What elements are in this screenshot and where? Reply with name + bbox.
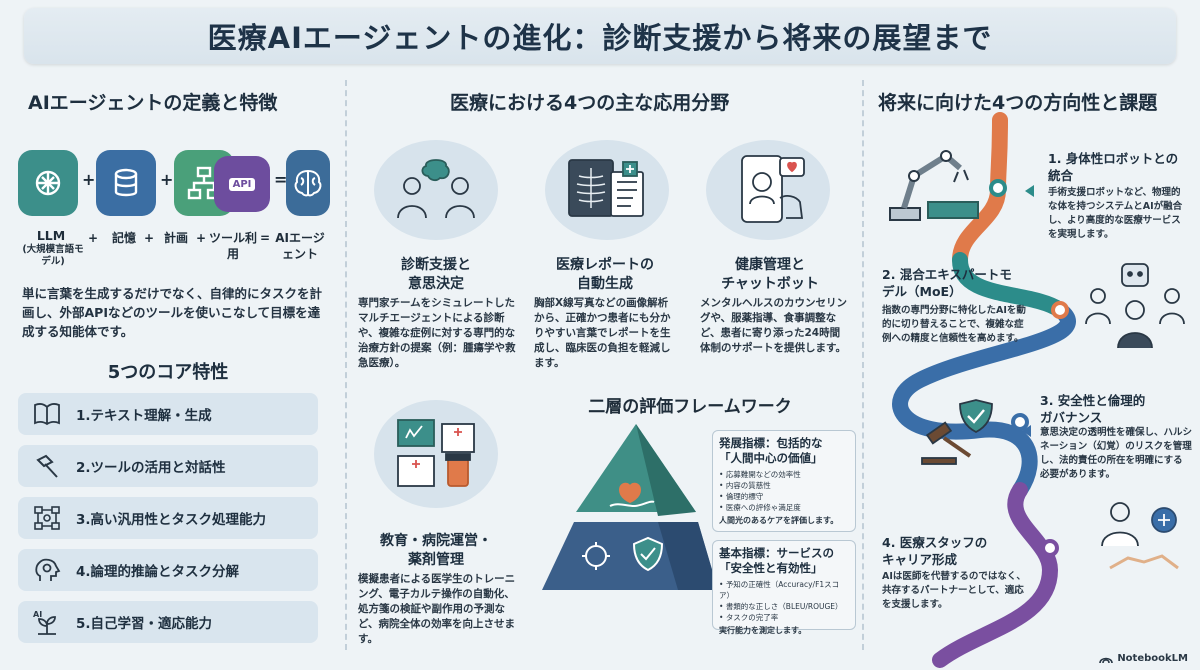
left-heading: AIエージェントの定義と特徴 <box>28 92 278 114</box>
eval-bottom-item: 予知の正確性（Accuracy/F1スコア） <box>719 579 849 601</box>
dir-2-title: 2. 混合エキスパートモ デル（MoE） <box>882 267 1012 299</box>
core-item-label: 4.論理的推論とタスク分解 <box>76 564 240 580</box>
agent-description: 単に言葉を生成するだけでなく、自律的にタスクを計画し、外部APIなどのツールを使… <box>22 286 323 339</box>
core-item-3: 3.高い汎用性とタスク処理能力 <box>18 497 318 539</box>
page-title: 医療AIエージェントの進化：診断支援から将来の展望まで <box>207 21 993 55</box>
core-item-2: 2.ツールの活用と対話性 <box>18 445 318 487</box>
evaluation-pyramid <box>542 424 718 590</box>
app-3-desc: メンタルヘルスのカウンセリングや、服薬指導、食事調整など、患者に寄り添った24時… <box>700 297 847 354</box>
app-4-title: 教育・病院運営・ 薬剤管理 <box>380 533 492 568</box>
title-banner: 医療AIエージェントの進化：診断支援から将来の展望まで <box>24 8 1176 64</box>
divider-right <box>862 80 864 650</box>
flow-icon <box>30 503 64 533</box>
svg-text:AI: AI <box>33 610 42 619</box>
brand-badge: NotebookLM <box>1099 653 1188 664</box>
core-item-5: AI 5.自己学習・適応能力 <box>18 601 318 643</box>
eval-bottom-list: 予知の正確性（Accuracy/F1スコア） 書類的な正しさ（BLEU/ROUG… <box>719 579 849 623</box>
gavel-shield-icon <box>921 399 993 465</box>
hammer-icon <box>30 451 64 481</box>
app-3-title: 健康管理と チャットボット <box>721 257 819 292</box>
eval-top-foot: 人間光のあるケアを評価します。 <box>719 516 839 525</box>
hospital-icon <box>374 400 498 508</box>
app-2-title: 医療レポートの 自動生成 <box>556 257 654 292</box>
dir-4-desc: AIは医師を代替するのではなく、共存するパートナーとして、適応を支援します。 <box>882 571 1026 610</box>
formula-equals: = <box>259 231 271 245</box>
eval-top-item: 医療への評修ゃ満足度 <box>719 502 849 513</box>
formula-plan: 計画 <box>163 231 188 245</box>
core-item-1: 1.テキスト理解・生成 <box>18 393 318 435</box>
formula-plus-1: + <box>87 231 99 245</box>
eval-top-box: 発展指標：包括的な 「人間中心の価値」 応募難開などの効率性 内容の質慈性 倫理… <box>712 430 856 532</box>
equals-op: = <box>274 170 288 189</box>
doctors-team-icon <box>374 140 498 240</box>
formula-plus-2: + <box>143 231 155 245</box>
eval-bottom-box: 基本指標：サービスの 「安全性と有効性」 予知の正確性（Accuracy/F1ス… <box>712 540 856 635</box>
formula-result: AIエージェント <box>275 231 325 261</box>
robot-arm-icon <box>889 150 979 221</box>
eval-top-list: 応募難開などの効率性 内容の質慈性 倫理的標守 医療への評修ゃ満足度 <box>719 469 849 513</box>
dir-4-title: 4. 医療スタッフの キャリア形成 <box>882 535 988 567</box>
notebooklm-logo-icon <box>1099 657 1114 663</box>
formula-memory: 記憶 <box>111 231 136 245</box>
arrow-marker-3 <box>1022 425 1031 437</box>
formula-tool: ツール利用 <box>208 231 257 261</box>
formula-text: LLM (大規模言語モデル) + 記憶 + 計画 + ツール利用 = AIエージ… <box>18 228 328 278</box>
plus-op-2: + <box>160 170 174 189</box>
core-item-label: 1.テキスト理解・生成 <box>76 408 212 424</box>
ai-sprout-icon: AI <box>30 607 64 637</box>
dir-2-desc: 指数の専門分野に特化したAIを動的に切り替えることで、複雑な症例への精度と信頼性… <box>882 305 1026 344</box>
xray-report-icon <box>545 140 669 240</box>
doctor-handshake-icon <box>1101 502 1179 570</box>
dir-1-desc: 手術支援ロボットなど、物理的な体を持つシステムとAIが融合し、より高度的な医療サ… <box>1048 187 1183 240</box>
app-1-desc: 専門家チームをシミュレートしたマルチエージェントによる診断や、複雑な症例に対する… <box>358 297 516 369</box>
eval-bottom-foot: 実行能力を測定します。 <box>719 626 807 635</box>
right-heading: 将来に向けた4つの方向性と課題 <box>878 92 1158 114</box>
formula-icons: + + + API = <box>18 150 330 225</box>
roadmap-path <box>892 112 1076 668</box>
eval-bottom-item: 書類的な正しさ（BLEU/ROUGE） <box>719 601 849 612</box>
dir-3-desc: 意思決定の透明性を確保し、ハルシネーション（幻覚）のリスクを管理し、法的責任の所… <box>1040 427 1193 480</box>
plus-op-1: + <box>82 170 96 189</box>
brain-icon <box>286 150 330 216</box>
core-heading: 5つのコア特性 <box>107 362 229 383</box>
divider-left <box>345 80 347 650</box>
chatbot-phone-icon <box>706 140 830 240</box>
database-icon <box>96 150 156 216</box>
core-item-label: 2.ツールの活用と対話性 <box>76 460 226 476</box>
formula-llm-sub: (大規模言語モデル) <box>22 244 84 267</box>
app-1-title: 診断支援と 意思決定 <box>401 257 471 292</box>
middle-heading: 医療における4つの主な応用分野 <box>450 92 730 114</box>
expert-team-icon <box>1085 263 1185 349</box>
book-icon <box>30 399 64 429</box>
eval-top-item: 倫理的標守 <box>719 491 849 502</box>
brand-name: NotebookLM <box>1117 653 1188 664</box>
core-item-4: 4.論理的推論とタスク分解 <box>18 549 318 591</box>
api-label: API <box>228 177 256 191</box>
eval-top-heading: 発展指標：包括的な 「人間中心の価値」 <box>719 436 823 465</box>
head-gear-icon <box>30 555 64 585</box>
app-2-desc: 胸部X線写真などの画像解析から、正確かつ患者にも分かりやすい言葉でレポートを生成… <box>534 297 671 369</box>
dir-3-title: 3. 安全性と倫理的 ガバナンス <box>1040 393 1146 425</box>
core-item-label: 3.高い汎用性とタスク処理能力 <box>76 512 267 528</box>
api-gear-icon: API <box>214 156 270 212</box>
eval-bottom-item: タスクの完了率 <box>719 612 849 623</box>
arrow-marker-1 <box>1025 185 1034 197</box>
llm-gear-icon <box>18 150 78 216</box>
formula-llm: LLM <box>36 228 66 243</box>
eval-heading: 二層の評価フレームワーク <box>588 397 792 417</box>
eval-top-item: 内容の質慈性 <box>719 480 849 491</box>
app-4-desc: 模擬患者による医学生のトレーニング、電子カルテ操作の自動化、処方箋の検証や副作用… <box>358 573 516 645</box>
dir-1-title: 1. 身体性ロボットとの 統合 <box>1048 151 1179 183</box>
core-item-label: 5.自己学習・適応能力 <box>76 616 213 632</box>
formula-plus-3: + <box>195 231 207 245</box>
eval-top-item: 応募難開などの効率性 <box>719 469 849 480</box>
eval-bottom-heading: 基本指標：サービスの 「安全性と有効性」 <box>719 546 834 575</box>
